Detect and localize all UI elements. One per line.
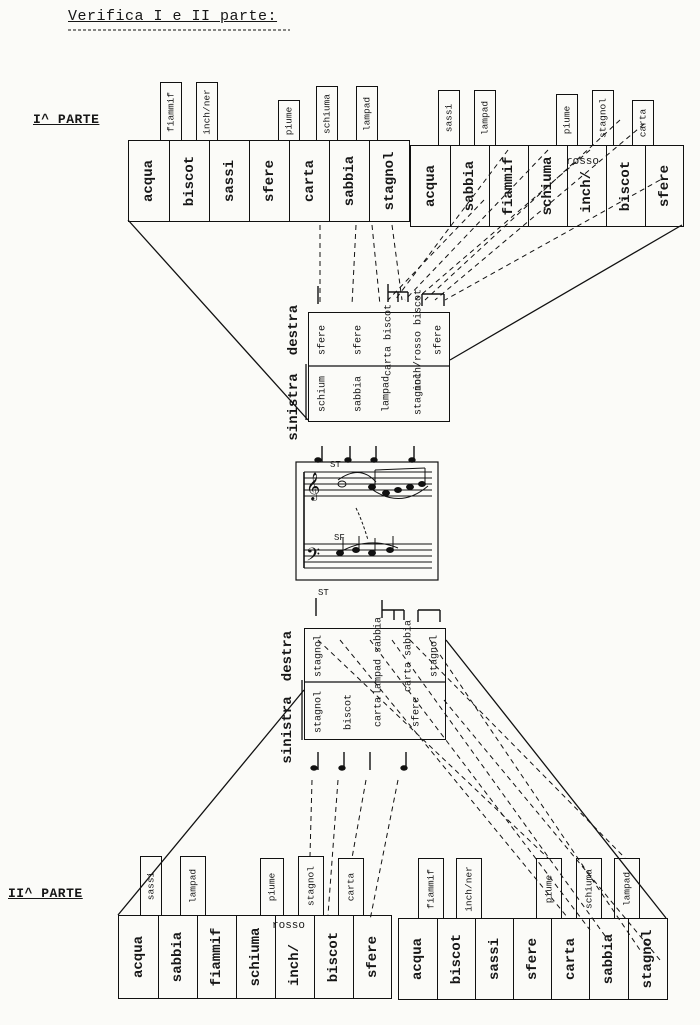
part2-a-tab-1: sassi — [140, 856, 162, 915]
part2-b-tab-5: lampad — [614, 858, 640, 918]
part2-grid-marking: ST — [318, 588, 329, 598]
part1-b-tab-5: carta — [632, 100, 654, 145]
part2-keyboard-b: acqua biscot sassi sfere carta sabbia st… — [398, 918, 668, 1000]
part2-grid: stagnol lampad sabbia carta sabbia stagn… — [304, 617, 446, 740]
part2-a-tab-2: lampad — [180, 856, 206, 915]
part2-b-key-5: carta — [551, 919, 589, 999]
part1-a-key-6: sabbia — [329, 141, 369, 221]
page-title: Verifica I e II parte: — [68, 8, 278, 25]
part2-b-tab-1: fiammif — [418, 858, 444, 918]
part1-b-key-6: biscot — [606, 146, 645, 226]
part1-keyboard-a: acqua biscot sassi sfere carta sabbia st… — [128, 140, 410, 222]
part1-a-tab-4: schiuma — [316, 86, 338, 140]
staff-treble-marking: ST — [330, 460, 341, 470]
part2-keyboard-a: acqua sabbia fiammif schiuma inch/ bisco… — [118, 915, 392, 999]
part2-label: II^ PARTE — [8, 886, 83, 901]
part2-b-tab-4: schiuma — [576, 858, 602, 918]
svg-text:𝄢: 𝄢 — [306, 545, 320, 570]
part1-b-tab-1: sassi — [438, 90, 460, 145]
part1-b-key-7: sfere — [645, 146, 683, 226]
part1-a-key-7: stagnol — [369, 141, 409, 221]
part2-a-key-5: inch/ — [275, 916, 314, 998]
part1-b-tab-4: stagnol — [592, 90, 614, 145]
part2-b-tab-2: inch/ner — [456, 858, 482, 918]
part1-keyboard-b: acqua sabbia fiammif schiuma inch/ bisco… — [410, 145, 684, 227]
part2-a-tab-4: stagnol — [298, 856, 324, 915]
part1-b-key-2: sabbia — [450, 146, 489, 226]
part1-grid-divider — [305, 364, 450, 420]
part2-a-key-6: biscot — [314, 916, 353, 998]
svg-text:𝄞: 𝄞 — [306, 472, 320, 501]
part2-b-key-3: sassi — [475, 919, 513, 999]
part1-a-tab-5: lampad — [356, 86, 378, 140]
music-staff — [295, 461, 439, 581]
part2-a-key-7: sfere — [353, 916, 391, 998]
part1-a-tab-3: piume — [278, 100, 300, 140]
part1-b-tab-3: piume — [556, 94, 578, 145]
part2-a-key-3: fiammif — [197, 916, 236, 998]
part2-dashed-connectors — [309, 639, 661, 961]
part2-grid-divider — [301, 680, 446, 740]
part2-a-tab-5: carta — [338, 858, 364, 915]
part1-b-key-5: inch/ — [567, 146, 606, 226]
part2-b-key-7: stagnol — [628, 919, 667, 999]
part1-a-tab-2: inch/ner — [196, 82, 218, 140]
part1-b-key-3: fiammif — [489, 146, 528, 226]
part1-label: I^ PARTE — [33, 112, 100, 127]
part2-b-key-2: biscot — [437, 919, 475, 999]
part1-funnel-lines — [127, 219, 683, 421]
music-notes: 𝄞 𝄢 — [306, 467, 426, 570]
staff-bass-marking: SF — [334, 533, 345, 543]
part2-a-key-4: schiuma — [236, 916, 275, 998]
part1-a-tab-1: fiammif — [160, 82, 182, 140]
part1-a-key-5: carta — [289, 141, 329, 221]
part2-notation — [310, 598, 441, 771]
part2-funnel-lines — [117, 639, 667, 919]
part1-grid: sfere sfere carta biscot inch/rosso bisc… — [308, 289, 450, 422]
part2-b-tab-3: piume — [536, 858, 562, 918]
part1-a-key-4: sfere — [249, 141, 289, 221]
part1-rosso-label: rosso — [566, 156, 600, 168]
part2-b-key-4: sfere — [513, 919, 551, 999]
part1-a-key-2: biscot — [169, 141, 209, 221]
part2-a-key-2: sabbia — [158, 916, 197, 998]
part1-notation — [314, 284, 445, 463]
part2-b-key-6: sabbia — [589, 919, 628, 999]
part1-a-key-3: sassi — [209, 141, 249, 221]
part2-rosso-label: rosso — [272, 920, 306, 932]
part1-b-key-4: schiuma — [528, 146, 567, 226]
part2-a-tab-3: piume — [260, 858, 284, 915]
part1-dashed-connectors — [319, 119, 661, 306]
part1-b-tab-2: lampad — [474, 90, 496, 145]
